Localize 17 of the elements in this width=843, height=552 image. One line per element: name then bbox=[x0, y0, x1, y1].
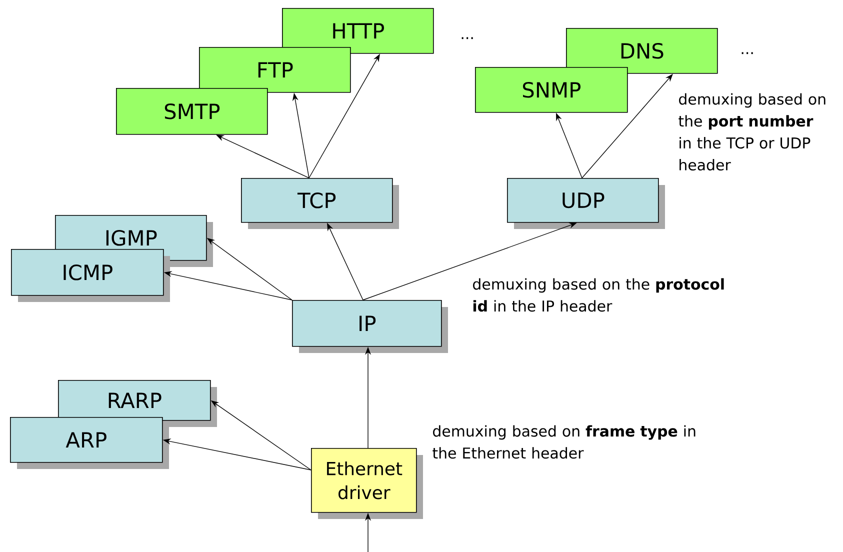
protocol-box: ARP bbox=[10, 417, 169, 469]
protocol-box: IP bbox=[292, 300, 448, 353]
protocol-box: FTP bbox=[199, 47, 351, 93]
protocol-box: UDP bbox=[507, 178, 665, 229]
note-text: demuxing based on the port number in the TCP or UDP header bbox=[678, 93, 826, 171]
protocol-box: SNMP bbox=[475, 67, 628, 113]
note-text: demuxing based on the protocol id in the IP header bbox=[473, 278, 724, 312]
protocol-box: ICMP bbox=[11, 248, 170, 302]
protocol-box: SMTP bbox=[116, 88, 268, 135]
protocol-box: DNS bbox=[566, 28, 718, 74]
protocol-box: RARP bbox=[58, 380, 217, 427]
driver-box: Ethernet driver bbox=[311, 448, 423, 519]
note-text: demuxing based on frame type in the Ethernet header bbox=[432, 425, 696, 459]
protocol-box: HTTP bbox=[282, 8, 434, 54]
protocol-box: TCP bbox=[241, 178, 399, 229]
ellipsis: ... bbox=[462, 37, 473, 40]
ellipsis: ... bbox=[742, 52, 753, 54]
